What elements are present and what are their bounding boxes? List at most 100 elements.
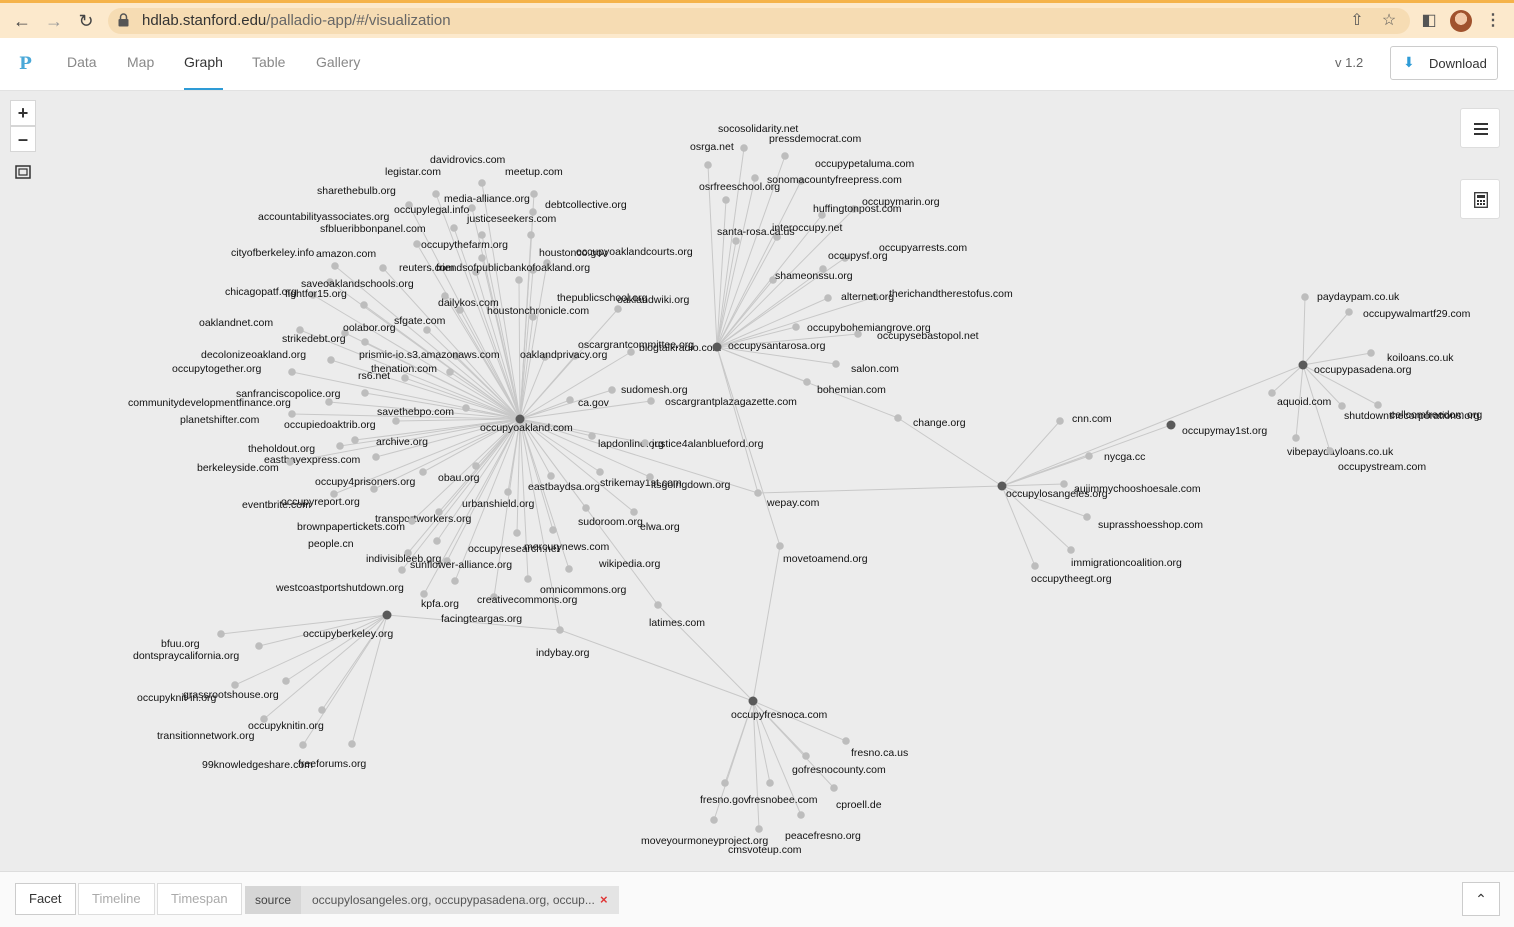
graph-node[interactable] bbox=[571, 352, 579, 360]
graph-node[interactable] bbox=[740, 144, 748, 152]
graph-node[interactable] bbox=[797, 177, 805, 185]
graph-node[interactable] bbox=[432, 190, 440, 198]
graph-node[interactable] bbox=[413, 240, 421, 248]
graph-node[interactable] bbox=[392, 417, 400, 425]
graph-node[interactable] bbox=[704, 161, 712, 169]
graph-node[interactable] bbox=[769, 276, 777, 284]
tab-data[interactable]: Data bbox=[67, 54, 97, 70]
graph-node[interactable] bbox=[527, 231, 535, 239]
graph-hub-node[interactable] bbox=[997, 481, 1007, 491]
graph-node[interactable] bbox=[529, 266, 537, 274]
graph-node[interactable] bbox=[1367, 349, 1375, 357]
graph-node[interactable] bbox=[318, 706, 326, 714]
graph-node[interactable] bbox=[1085, 452, 1093, 460]
graph-node[interactable] bbox=[331, 262, 339, 270]
graph-node[interactable] bbox=[450, 224, 458, 232]
graph-node[interactable] bbox=[832, 360, 840, 368]
source-filter-chip[interactable]: source occupylosangeles.org, occupypasad… bbox=[245, 886, 619, 914]
graph-node[interactable] bbox=[1268, 389, 1276, 397]
graph-node[interactable] bbox=[420, 590, 428, 598]
graph-node[interactable] bbox=[776, 542, 784, 550]
tab-graph[interactable]: Graph bbox=[184, 38, 223, 90]
graph-node[interactable] bbox=[398, 566, 406, 574]
graph-node[interactable] bbox=[490, 593, 498, 601]
graph-node[interactable] bbox=[641, 439, 649, 447]
graph-node[interactable] bbox=[288, 410, 296, 418]
graph-node[interactable] bbox=[217, 630, 225, 638]
graph-node[interactable] bbox=[1301, 293, 1309, 301]
graph-node[interactable] bbox=[1345, 308, 1353, 316]
address-bar[interactable]: hdlab.stanford.edu/palladio-app/#/visual… bbox=[108, 8, 1410, 34]
graph-hub-node[interactable] bbox=[712, 342, 722, 352]
graph-node[interactable] bbox=[818, 211, 826, 219]
graph-node[interactable] bbox=[582, 504, 590, 512]
graph-node[interactable] bbox=[1292, 434, 1300, 442]
graph-node[interactable] bbox=[513, 529, 521, 537]
graph-node[interactable] bbox=[404, 549, 412, 557]
graph-node[interactable] bbox=[646, 473, 654, 481]
graph-hub-node[interactable] bbox=[1298, 360, 1308, 370]
graph-node[interactable] bbox=[819, 265, 827, 273]
graph-node[interactable] bbox=[566, 396, 574, 404]
timeline-button[interactable]: Timeline bbox=[78, 883, 155, 915]
graph-node[interactable] bbox=[732, 237, 740, 245]
graph-node[interactable] bbox=[325, 398, 333, 406]
graph-node[interactable] bbox=[608, 386, 616, 394]
tab-map[interactable]: Map bbox=[127, 54, 155, 70]
tab-gallery[interactable]: Gallery bbox=[316, 54, 361, 70]
graph-node[interactable] bbox=[351, 436, 359, 444]
graph-node[interactable] bbox=[773, 233, 781, 241]
graph-node[interactable] bbox=[755, 825, 763, 833]
graph-node[interactable] bbox=[1338, 402, 1346, 410]
graph-node[interactable] bbox=[530, 190, 538, 198]
graph-node[interactable] bbox=[710, 816, 718, 824]
graph-hub-node[interactable] bbox=[382, 610, 392, 620]
graph-node[interactable] bbox=[401, 374, 409, 382]
graph-node[interactable] bbox=[797, 811, 805, 819]
chevron-up-icon[interactable]: ⌃ bbox=[1462, 882, 1500, 916]
graph-node[interactable] bbox=[614, 305, 622, 313]
graph-node[interactable] bbox=[327, 356, 335, 364]
graph-node[interactable] bbox=[751, 174, 759, 182]
graph-node[interactable] bbox=[529, 208, 537, 216]
graph-node[interactable] bbox=[472, 462, 480, 470]
graph-node[interactable] bbox=[309, 291, 317, 299]
graph-node[interactable] bbox=[549, 526, 557, 534]
graph-node[interactable] bbox=[894, 414, 902, 422]
zoom-in-button[interactable]: + bbox=[10, 100, 36, 126]
graph-node[interactable] bbox=[842, 737, 850, 745]
graph-node[interactable] bbox=[515, 276, 523, 284]
graph-node[interactable] bbox=[231, 681, 239, 689]
graph-node[interactable] bbox=[1031, 562, 1039, 570]
graph-node[interactable] bbox=[361, 338, 369, 346]
graph-node[interactable] bbox=[1326, 447, 1334, 455]
graph-node[interactable] bbox=[478, 231, 486, 239]
sidebar-icon[interactable]: ◧ bbox=[1421, 12, 1437, 29]
graph-node[interactable] bbox=[850, 205, 858, 213]
graph-node[interactable] bbox=[478, 254, 486, 262]
graph-node[interactable] bbox=[326, 278, 334, 286]
graph-hub-node[interactable] bbox=[748, 696, 758, 706]
graph-node[interactable] bbox=[452, 352, 460, 360]
graph-node[interactable] bbox=[370, 485, 378, 493]
reload-icon[interactable]: ↻ bbox=[78, 11, 94, 31]
graph-node[interactable] bbox=[405, 201, 413, 209]
graph-node[interactable] bbox=[841, 254, 849, 262]
avatar[interactable] bbox=[1450, 10, 1472, 32]
graph-node[interactable] bbox=[1374, 401, 1382, 409]
graph-node[interactable] bbox=[781, 152, 789, 160]
graph-node[interactable] bbox=[360, 301, 368, 309]
arrow-right-icon[interactable]: → bbox=[45, 11, 63, 31]
graph-node[interactable] bbox=[802, 752, 810, 760]
graph-node[interactable] bbox=[1060, 480, 1068, 488]
graph-node[interactable] bbox=[1083, 513, 1091, 521]
graph-node[interactable] bbox=[565, 565, 573, 573]
graph-node[interactable] bbox=[588, 432, 596, 440]
graph-node[interactable] bbox=[754, 489, 762, 497]
graph-node[interactable] bbox=[556, 626, 564, 634]
graph-node[interactable] bbox=[830, 784, 838, 792]
graph-node[interactable] bbox=[282, 677, 290, 685]
graph-node[interactable] bbox=[372, 453, 380, 461]
download-button[interactable]: ⬇ Download bbox=[1390, 46, 1498, 80]
